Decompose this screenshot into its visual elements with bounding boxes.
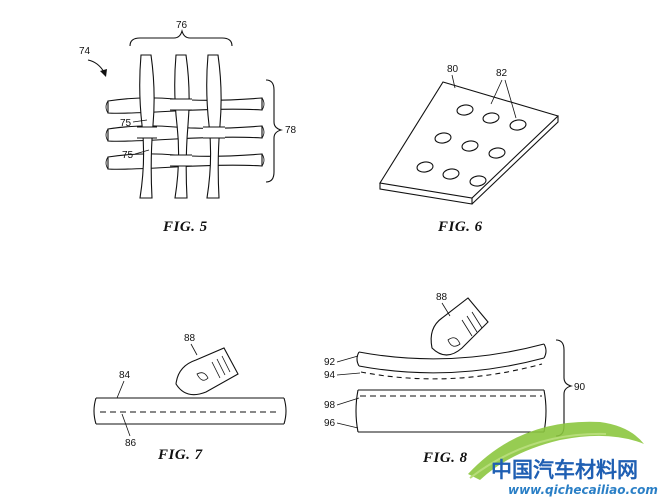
watermark-url: www.qichecailiao.com — [508, 483, 658, 497]
warp-strand-2 — [174, 54, 190, 199]
watermark-brand: 中国汽车材料网 — [491, 458, 638, 482]
fig6-caption: FIG. 6 — [437, 219, 483, 235]
fig7-flat-layer: 88 84 86 FIG. 7 — [93, 333, 287, 463]
fig6-perforated-plate: 80 82 FIG. 6 — [379, 64, 560, 235]
finger-icon — [430, 297, 489, 356]
layer-84 — [96, 397, 284, 425]
brace-76 — [129, 29, 233, 47]
layer-92 — [358, 343, 545, 374]
label-98: 98 — [324, 400, 336, 411]
label-86: 86 — [125, 438, 137, 449]
finger-icon — [175, 347, 239, 396]
label-75b: 75 — [122, 150, 134, 161]
dashed-line-94 — [360, 363, 543, 380]
plate-holes — [416, 104, 527, 187]
label-90: 90 — [574, 382, 586, 393]
watermark: 中国汽车材料网 www.qichecailiao.com — [468, 421, 658, 497]
fig7-caption: FIG. 7 — [157, 447, 203, 463]
label-75a: 75 — [120, 118, 132, 129]
label-82: 82 — [496, 68, 508, 79]
watermark-swoosh — [468, 421, 644, 480]
plate-side-front — [379, 183, 473, 205]
label-88-fig7: 88 — [184, 333, 196, 344]
plate-side-right — [471, 116, 559, 205]
label-74: 74 — [79, 46, 91, 57]
fig5-caption: FIG. 5 — [162, 219, 208, 235]
fig8-caption: FIG. 8 — [422, 450, 468, 466]
label-92: 92 — [324, 357, 336, 368]
brace-90 — [555, 339, 573, 437]
plate-top — [379, 81, 560, 199]
label-94: 94 — [324, 370, 336, 381]
brace-78 — [265, 79, 283, 183]
layer-96 — [358, 389, 544, 433]
label-84: 84 — [119, 370, 131, 381]
label-76: 76 — [176, 20, 188, 31]
label-80: 80 — [447, 64, 459, 75]
label-78: 78 — [285, 125, 297, 136]
label-96: 96 — [324, 418, 336, 429]
fig5-woven-fabric: 76 78 74 75 75 FIG. 5 — [79, 20, 297, 235]
label-88-fig8: 88 — [436, 292, 448, 303]
